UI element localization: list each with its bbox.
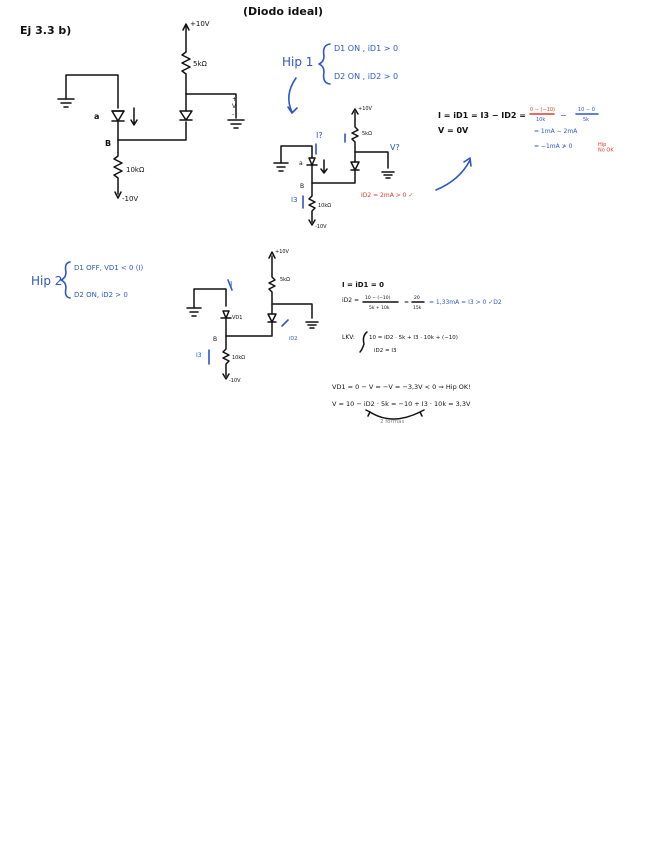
- current-arrow-icon: [130, 107, 138, 126]
- hip2-label: Hip 2: [31, 274, 62, 288]
- hip1-eq2: V = 0V: [438, 126, 469, 135]
- brace-icon: [60, 261, 71, 299]
- diode-d1-icon: [220, 310, 232, 319]
- hip2-lkv1: 10 = iD2 · 5k + I3 · 10k + (−10): [369, 335, 458, 341]
- hip1-cond1: D1 ON , iD1 > 0: [334, 44, 398, 53]
- hip1-r-top: 5kΩ: [362, 131, 372, 137]
- hip2-eq2-mid: =: [404, 299, 409, 306]
- hip2-i3: I3: [196, 352, 202, 359]
- vout-plus: +: [232, 96, 237, 103]
- hypothesis-2: Hip 2 D1 OFF, VD1 < 0 (I) D2 ON, iD2 > 0…: [31, 249, 502, 425]
- ground-icon: [381, 171, 395, 179]
- hip1-frac2-num: 10 − 0: [578, 107, 595, 113]
- hip2-node-b: B: [213, 336, 217, 343]
- blue-arrow-icon: [281, 319, 289, 327]
- brace-icon: [359, 331, 368, 353]
- hip1-frac2-den: 5k: [583, 117, 589, 123]
- diode-d1-icon: [111, 110, 125, 122]
- resistor-5k-icon: [268, 255, 276, 305]
- resistor-10k-icon: [308, 182, 316, 223]
- hip1-frac1-num: 0 − (−10): [530, 107, 555, 113]
- hip2-lkv2: iD2 = I3: [374, 348, 397, 354]
- hip1-i3: I3: [291, 196, 298, 204]
- hip2-frac2-den: 15k: [413, 305, 422, 311]
- resistor-10k-icon: [222, 335, 230, 377]
- r-bottom-label: 10kΩ: [126, 166, 145, 174]
- diode-d2-icon: [350, 161, 360, 171]
- arrow-up-icon: [268, 251, 276, 259]
- hip2-eq2-rhs: = 1,33mA = I3 > 0 ✓D2: [429, 299, 502, 306]
- hypothesis-1: Hip 1 D1 ON , iD1 > 0 D2 ON , iD2 > 0 I?…: [273, 43, 614, 230]
- resistor-10k-icon: [113, 139, 123, 195]
- hip1-label: Hip 1: [282, 55, 313, 69]
- curved-arrow-icon: [435, 157, 472, 191]
- diode-d1-icon: [306, 157, 318, 166]
- hip1-node-b: B: [300, 183, 304, 190]
- resistor-5k-icon: [181, 25, 191, 95]
- ground-icon: [186, 307, 202, 317]
- node-b-label: B: [105, 139, 111, 148]
- hip1-r-bottom: 10kΩ: [318, 203, 331, 209]
- hip1-eq3: = 1mA − 2mA: [534, 128, 578, 135]
- hip2-i-label: I: [230, 280, 232, 289]
- hip2-vminus: -10V: [229, 378, 241, 384]
- vminus-label: -10V: [122, 195, 138, 203]
- arrow-down-icon: [114, 191, 122, 199]
- hip2-cond1: D1 OFF, VD1 < 0 (I): [74, 264, 144, 272]
- hip2-frac-num: 10 − (−10): [365, 295, 391, 301]
- hip1-cond2: D2 ON , iD2 > 0: [334, 72, 398, 81]
- hip1-eq1: I = iD1 = I3 − ID2 =: [438, 111, 526, 120]
- hip2-note: 2 formas: [380, 419, 404, 425]
- hip1-v-label: V?: [390, 143, 400, 152]
- ground-icon: [57, 98, 75, 108]
- main-circuit: a B 10kΩ -10V + V - 5kΩ +10V: [57, 20, 245, 203]
- curved-arrow-icon: [287, 77, 298, 114]
- vout-minus: -: [232, 111, 234, 118]
- hip2-frac2-num: 20: [414, 295, 420, 301]
- current-arrow-icon: [320, 159, 328, 174]
- brace-icon: [318, 43, 331, 85]
- arrow-up-icon: [351, 108, 359, 115]
- hip2-r-top: 5kΩ: [280, 277, 290, 283]
- arrow-down-icon: [222, 373, 230, 380]
- hip1-id2-note: ID2 = 2mA > 0 ✓: [361, 192, 413, 199]
- hip2-eq1: I = iD1 = 0: [342, 281, 384, 289]
- diode-d2-icon: [179, 110, 193, 121]
- hip2-cond2: D2 ON, iD2 > 0: [74, 291, 128, 299]
- hip1-minus: −: [560, 111, 567, 120]
- ground-icon: [227, 119, 245, 129]
- hip2-lkv-head: LKV:: [342, 334, 355, 341]
- blue-arrow-icon: [227, 279, 233, 291]
- arrow-up-icon: [182, 23, 190, 31]
- diode-d2-icon: [267, 313, 277, 323]
- hip2-vd1: VD1: [232, 315, 242, 321]
- hip2-r-bottom: 10kΩ: [232, 355, 245, 361]
- ground-icon: [305, 321, 319, 329]
- hip2-vd1-eq: VD1 = 0 − V = −V = −3,3V < 0 ⇒ Hip OK!: [332, 383, 471, 391]
- hip1-vplus: +10V: [358, 106, 373, 112]
- vplus-label: +10V: [190, 20, 210, 28]
- hip1-eq4: = −1mA ≯ 0: [534, 143, 573, 150]
- hip2-v-eq: V = 10 − iD2 · 5k = −10 + I3 · 10k = 3,3…: [332, 400, 471, 408]
- node-a-label: a: [94, 112, 99, 121]
- hip1-vminus: -10V: [315, 224, 327, 230]
- hip2-frac-den: 5k + 10k: [369, 305, 390, 311]
- hip2-eq2-lhs: iD2 =: [342, 297, 359, 304]
- r-top-label: 5kΩ: [193, 60, 208, 68]
- vout-v: V: [232, 103, 237, 110]
- exercise-label: Ej 3.3 b): [20, 24, 71, 37]
- arrow-down-icon: [308, 219, 316, 226]
- hip1-i-label: I?: [316, 131, 323, 140]
- hip1-node-a: a: [299, 160, 303, 167]
- ground-icon: [273, 162, 289, 172]
- hip2-vplus: +10V: [275, 249, 290, 255]
- hip2-id2: iD2: [289, 336, 297, 342]
- hip1-frac1-den: 10k: [536, 117, 545, 123]
- resistor-5k-icon: [351, 111, 359, 153]
- page-title: (Diodo ideal): [243, 5, 323, 18]
- curved-arrow-icon: [365, 409, 425, 420]
